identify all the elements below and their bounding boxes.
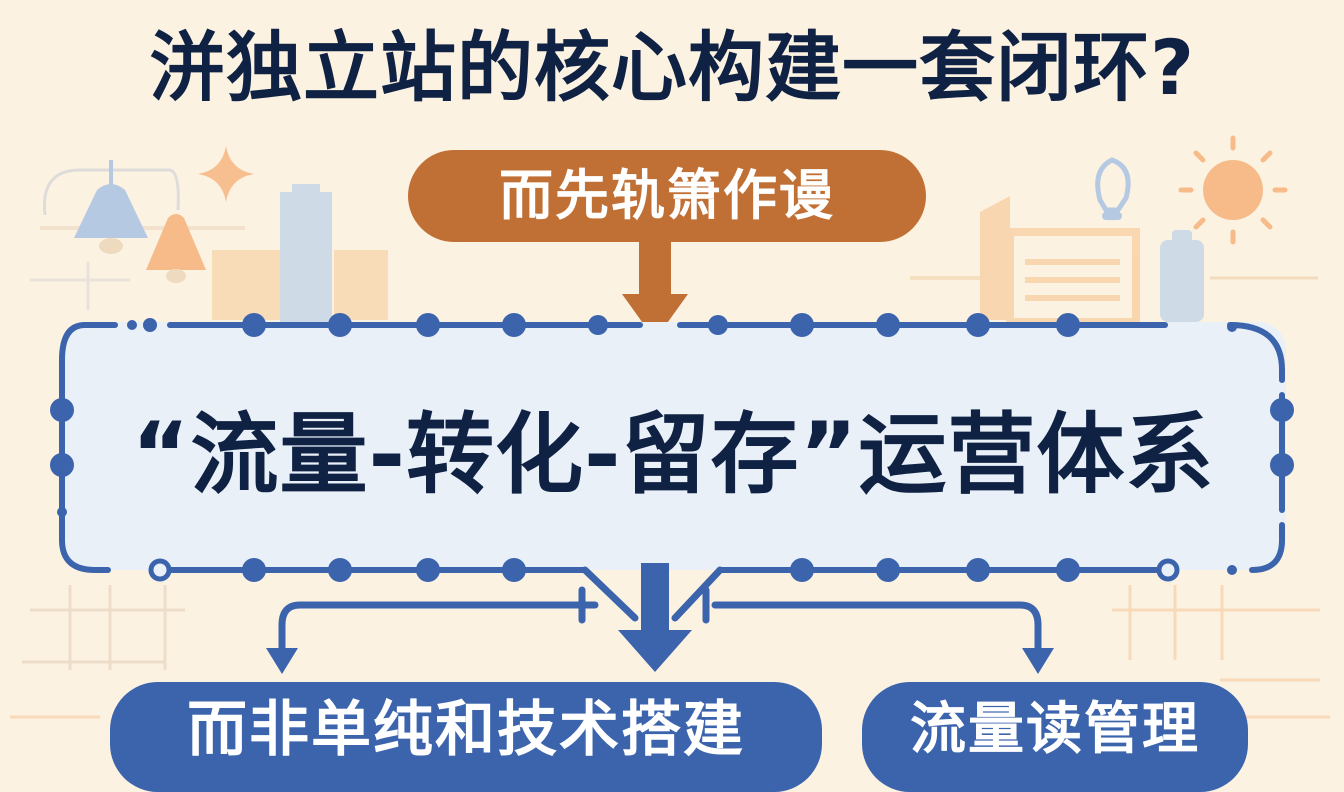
box-border-chain xyxy=(50,313,1294,582)
top-label-pill: 而先轨箫作谩 xyxy=(408,150,926,242)
lightbulb-icon xyxy=(1095,157,1131,220)
core-system-text: “流量-转化-留存”运营体系 xyxy=(131,403,1215,506)
laptop-icon xyxy=(910,196,1140,326)
down-arrow-icon xyxy=(639,240,671,296)
bottle-icon xyxy=(1160,230,1318,322)
building-icon xyxy=(212,184,388,322)
grid-decor-left xyxy=(10,585,185,719)
background-illustration xyxy=(10,135,1330,719)
right-arrow-head-icon xyxy=(1022,648,1054,674)
page-title: 洴独立站的核心构建一套闭环? xyxy=(148,23,1196,112)
center-arrow-head-icon xyxy=(618,630,692,672)
output-pill-traffic-management: 流量读管理 xyxy=(862,682,1248,792)
sparkle-icon xyxy=(198,146,254,202)
left-arrow-head-icon xyxy=(266,648,298,674)
center-arrow-stem xyxy=(641,563,669,635)
sun-icon xyxy=(1178,135,1288,245)
lamp-icon xyxy=(30,160,245,310)
flow-connectors xyxy=(266,563,1054,674)
output-pill-tech-build: 而非单纯和技术搭建 xyxy=(110,682,822,792)
core-system-box xyxy=(60,322,1286,570)
